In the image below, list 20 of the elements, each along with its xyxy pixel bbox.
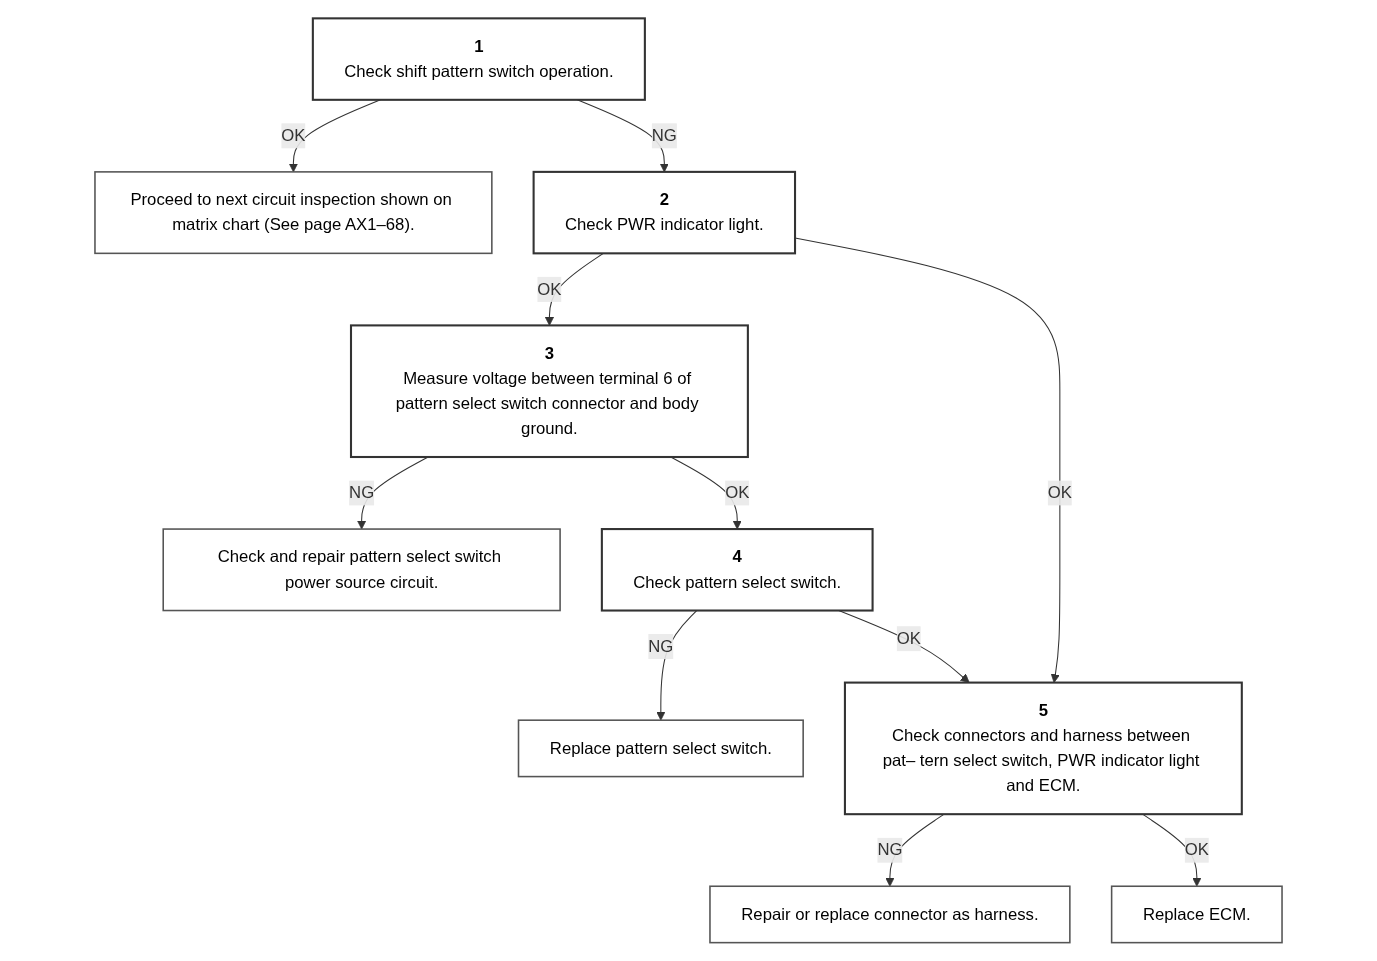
edge-label: OK xyxy=(896,629,921,648)
edge-label: NG xyxy=(651,126,677,145)
node-box: 1 Check shift pattern switch operation. xyxy=(311,17,646,101)
edge-label: OK xyxy=(1047,483,1072,502)
node-box: 2 Check PWR indicator light. xyxy=(532,170,797,255)
edge-label: OK xyxy=(1184,840,1209,859)
edge-label: NG xyxy=(349,483,375,502)
node-box: Repair or replace connector as harness. xyxy=(709,885,1071,944)
node-box: 4 Check pattern select switch. xyxy=(600,528,874,612)
edge-label: OK xyxy=(725,483,750,502)
node-box: Check and repair pattern select switch power source circuit. xyxy=(162,528,561,612)
node-box: 3 Measure voltage between terminal 6 of pattern select switch connector and body ground. xyxy=(349,324,749,459)
node-box: Proceed to next circuit inspection shown on matrix chart (See page AX1–68). xyxy=(94,171,493,255)
node-box: Replace pattern select switch. xyxy=(517,719,804,778)
edge-label: OK xyxy=(537,279,562,298)
edge-label: NG xyxy=(877,840,903,859)
edge-label: NG xyxy=(648,637,674,655)
node-box: Replace ECM. xyxy=(1110,885,1283,944)
node-box: 5 Check connectors and harness between pat– tern select switch, PWR indicator light and ECM. xyxy=(843,681,1243,816)
edge-label: OK xyxy=(281,126,306,145)
